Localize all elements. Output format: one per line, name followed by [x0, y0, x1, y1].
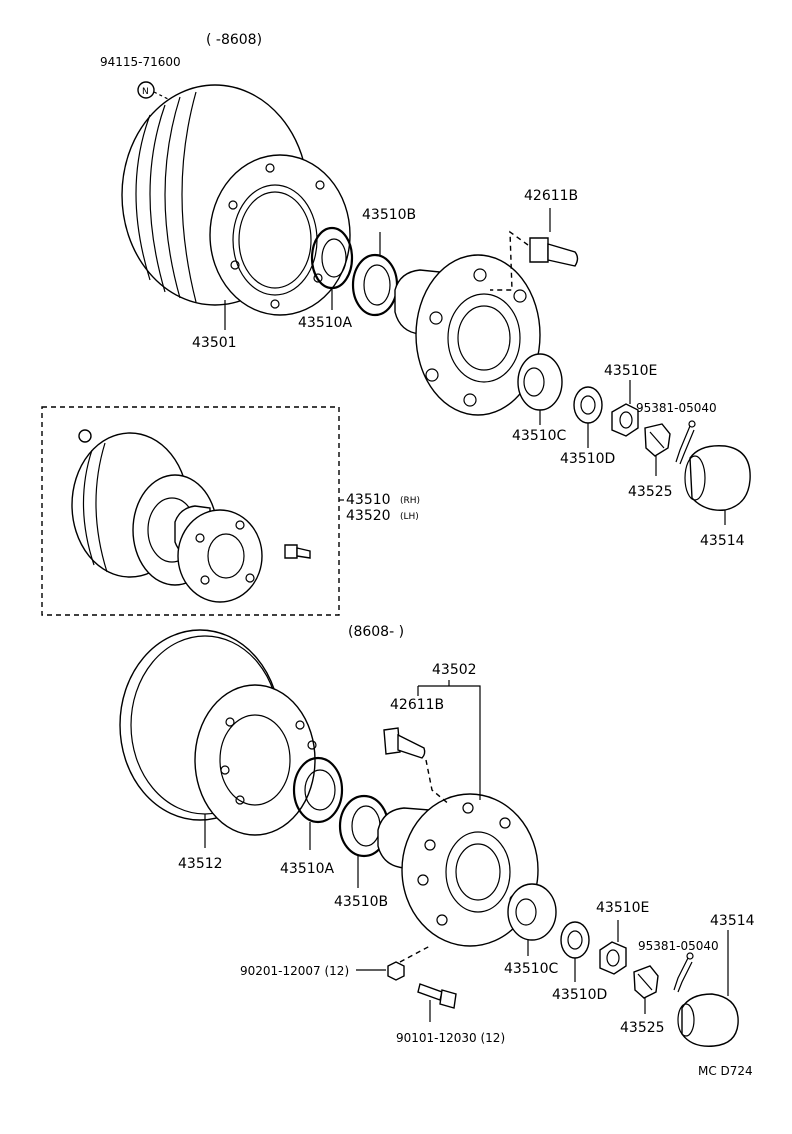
- bearing-a-bottom: [292, 756, 344, 850]
- label-bearing-outer-bottom: 43510A: [280, 861, 335, 877]
- hub-top: [394, 254, 541, 416]
- top-assembly: ( -8608) 94115-71600 N 43501: [100, 32, 751, 549]
- bearing-b: [351, 232, 399, 317]
- cotter-pin-top: [675, 420, 696, 465]
- washer-bottom: [560, 921, 590, 982]
- label-bearing-c-bottom: 43510C: [504, 961, 559, 977]
- cotter-pin-bottom: [673, 952, 694, 993]
- assembly-box: 43510 (RH) 43520 (LH): [41, 406, 420, 616]
- label-washer-top: 43510D: [560, 451, 615, 467]
- lock-cap-bottom: [633, 965, 659, 1014]
- label-disc: 43512: [178, 856, 223, 872]
- plug-part: N: [137, 81, 171, 101]
- nut-top: [611, 380, 639, 437]
- bearing-c-top: [517, 353, 563, 425]
- label-washer-bottom: 43510D: [552, 987, 607, 1003]
- label-nut-bottom: 43510E: [596, 900, 649, 916]
- label-grease-cap-bottom: 43514: [710, 913, 755, 929]
- label-bearing-outer: 43510A: [298, 315, 353, 331]
- brake-disc: [119, 629, 317, 848]
- lock-cap-top: [644, 423, 671, 476]
- bottom-date-range: (8608- ): [348, 624, 404, 640]
- bolt-small: [417, 983, 457, 1022]
- nut-small: [356, 945, 431, 981]
- assembly-drum: [71, 429, 263, 603]
- top-date-range: ( -8608): [206, 32, 262, 48]
- hub-bottom: [377, 793, 539, 947]
- label-bearing-c-top: 43510C: [512, 428, 567, 444]
- plug-mark: N: [142, 87, 149, 97]
- label-hub-bolt-top: 42611B: [524, 188, 578, 204]
- assembly-bolt: [284, 544, 311, 559]
- label-lock-cap-bottom: 43525: [620, 1020, 665, 1036]
- label-cotter-bottom: 95381-05040: [638, 939, 719, 953]
- label-assy-rh-note: (RH): [400, 496, 420, 506]
- grease-cap-bottom: [677, 993, 739, 1047]
- hub-bolt-bottom: [383, 727, 451, 806]
- brake-drum: [121, 84, 351, 330]
- label-lock-cap-top: 43525: [628, 484, 673, 500]
- nut-bottom: [599, 920, 627, 975]
- label-assy-lh-note: (LH): [400, 512, 419, 522]
- bottom-assembly: (8608- ) 43512 43510A 4: [119, 624, 755, 1047]
- label-nut-top: 43510E: [604, 363, 657, 379]
- label-bearing-inner-bottom: 43510B: [334, 894, 388, 910]
- label-drum: 43501: [192, 335, 237, 351]
- bearing-c-bottom: [507, 883, 557, 956]
- label-assy-lh: 43520: [346, 508, 391, 524]
- washer-top: [573, 386, 603, 448]
- label-bearing-inner: 43510B: [362, 207, 416, 223]
- hub-bolt-top: [490, 208, 579, 291]
- label-grease-cap-top: 43514: [700, 533, 745, 549]
- label-bolt-small: 90101-12030 (12): [396, 1031, 505, 1045]
- label-cotter-top: 95381-05040: [636, 401, 717, 415]
- grease-cap-top: [684, 445, 751, 525]
- label-plug: 94115-71600: [100, 55, 181, 69]
- label-assy-rh: 43510: [346, 492, 391, 508]
- footer-code: MC D724: [698, 1064, 753, 1078]
- label-hub-assy: 43502: [432, 662, 477, 678]
- label-hub-bolt-bottom: 42611B: [390, 697, 444, 713]
- bearing-a: [310, 226, 354, 310]
- label-nut-small: 90201-12007 (12): [240, 964, 349, 978]
